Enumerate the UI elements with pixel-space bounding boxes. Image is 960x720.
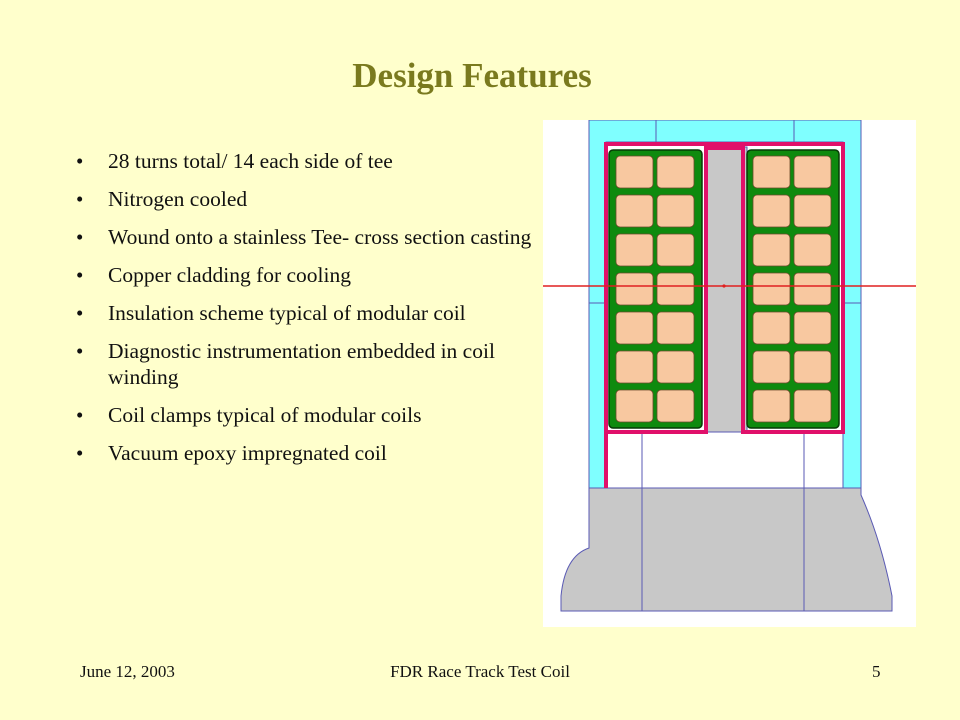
conductor-turn — [615, 311, 654, 345]
conductor-turn — [656, 194, 695, 228]
center-point — [722, 284, 726, 288]
conductor-turn — [752, 272, 791, 306]
conductor-turn — [793, 233, 832, 267]
coil-pack-left — [608, 149, 703, 429]
page-number: 5 — [872, 662, 881, 681]
bullet-item: Nitrogen cooled — [76, 186, 536, 212]
conductor-turn — [615, 155, 654, 189]
conductor-turn — [752, 350, 791, 384]
slide-title: Design Features — [352, 56, 592, 95]
conductor-turn — [656, 350, 695, 384]
conductor-turn — [793, 350, 832, 384]
footer-title: FDR Race Track Test Coil — [390, 662, 570, 681]
coil-cross-section-diagram — [543, 120, 916, 627]
coil-pack-right — [746, 149, 840, 429]
bullet-list: 28 turns total/ 14 each side of tee Nitr… — [76, 148, 536, 478]
bullet-item: Copper cladding for cooling — [76, 262, 536, 288]
bullet-item: Wound onto a stainless Tee- cross sectio… — [76, 224, 536, 250]
conductor-turn — [656, 311, 695, 345]
insulation-layer — [604, 142, 845, 488]
footer-date: June 12, 2003 — [80, 662, 175, 681]
conductor-turn — [793, 389, 832, 423]
conductor-turn — [793, 272, 832, 306]
conductor-turn — [615, 194, 654, 228]
conductor-turn — [615, 272, 654, 306]
conductor-turn — [793, 311, 832, 345]
bullet-item: Insulation scheme typical of modular coi… — [76, 300, 536, 326]
conductor-turn — [752, 194, 791, 228]
coil-cross-section-svg — [543, 120, 916, 627]
conductor-turn — [793, 155, 832, 189]
conductor-turn — [752, 389, 791, 423]
conductor-turn — [793, 194, 832, 228]
bullet-item: Coil clamps typical of modular coils — [76, 402, 536, 428]
bullet-item: Vacuum epoxy impregnated coil — [76, 440, 536, 466]
conductor-turn — [615, 350, 654, 384]
conductor-turn — [656, 389, 695, 423]
bullet-item: 28 turns total/ 14 each side of tee — [76, 148, 536, 174]
conductor-turn — [656, 155, 695, 189]
conductor-turn — [656, 233, 695, 267]
conductor-turn — [752, 155, 791, 189]
conductor-turn — [752, 233, 791, 267]
conductor-turn — [615, 389, 654, 423]
conductor-turn — [656, 272, 695, 306]
conductor-turn — [752, 311, 791, 345]
bullet-item: Diagnostic instrumentation embedded in c… — [76, 338, 536, 390]
conductor-turn — [615, 233, 654, 267]
